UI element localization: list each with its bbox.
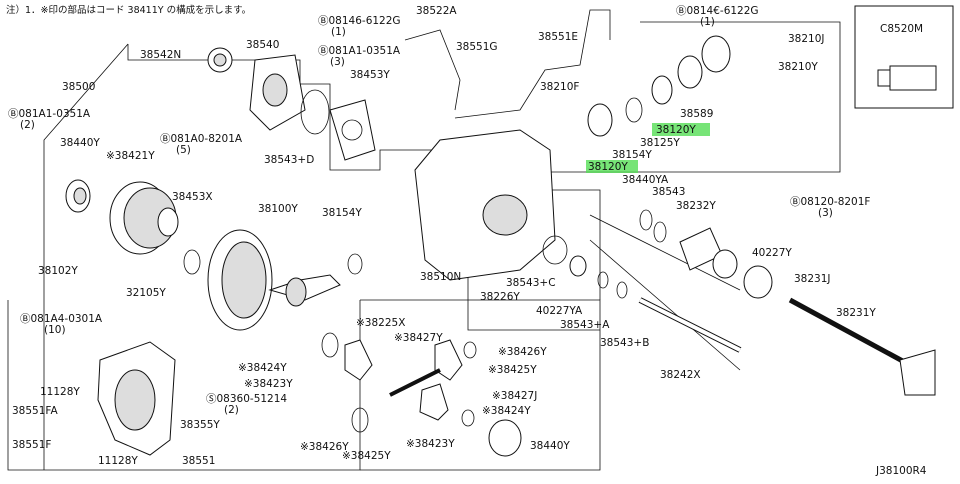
differential-carrier-case (109, 181, 179, 255)
axle-shaft-38231Y (788, 297, 936, 396)
parts (65, 9, 936, 457)
label-08146-6122G-2-qty: (1) (700, 16, 715, 28)
label-081A1-0351A-b: Ⓑ081A1-0351A (8, 108, 91, 120)
label-38522A: 38522A (416, 5, 457, 17)
label-38210J: 38210J (788, 33, 825, 45)
label-38543-D: 38543+D (264, 154, 314, 166)
label-38427Y: ※38427Y (394, 332, 443, 344)
label-38210Y: 38210Y (778, 61, 818, 73)
label-081A0-8201A: Ⓑ081A0-8201A (160, 133, 243, 145)
label-38120Y-b: 38120Y (588, 161, 628, 173)
label-38440Y-a: 38440Y (60, 137, 100, 149)
label-081A1-0351A-a: Ⓑ081A1-0351A (318, 45, 401, 57)
label-38102Y: 38102Y (38, 265, 78, 277)
label-38120Y-a: 38120Y (656, 124, 696, 136)
label-38232Y: 38232Y (676, 200, 716, 212)
label-38540: 38540 (246, 39, 279, 51)
label-08146-6122G-1-qty: (1) (331, 26, 346, 38)
label-38125Y: 38125Y (640, 137, 680, 149)
label-38453Y: 38453Y (350, 69, 390, 81)
label-38551G: 38551G (456, 41, 498, 53)
seals-right (183, 235, 628, 299)
label-08146-6122G-2: Ⓑ0814€-6122G (676, 5, 759, 17)
header-note: 注）1．※印の部品はコード 38411Y の構成を示します。 (6, 4, 251, 16)
grease-tube-icon (877, 65, 937, 91)
label-32105Y: 32105Y (126, 287, 166, 299)
label-081A1-0351A-a-qty: (3) (330, 56, 345, 68)
label-38424Y-b: ※38424Y (482, 405, 531, 417)
label-40227YA: 40227YA (536, 305, 583, 317)
inset-box: C8520M (854, 5, 954, 109)
label-38421Y: ※38421Y (106, 150, 155, 162)
label-38551F: 38551F (12, 439, 51, 451)
label-38427J: ※38427J (492, 390, 537, 402)
label-38440YA: 38440YA (622, 174, 669, 186)
label-38510N: 38510N (420, 271, 461, 283)
label-11128Y-a: 11128Y (40, 386, 80, 398)
label-38226Y: 38226Y (480, 291, 520, 303)
label-38543-A: 38543+A (560, 319, 610, 331)
label-38425Y-b: ※38425Y (342, 450, 391, 462)
label-08360-51214: Ⓢ08360-51214 (206, 393, 287, 405)
breather-pipe (404, 9, 611, 119)
label-081A0-8201A-qty: (5) (176, 144, 191, 156)
label-38542N: 38542N (140, 49, 181, 61)
label-38426Y-a: ※38426Y (498, 346, 547, 358)
label-38425Y-a: ※38425Y (488, 364, 537, 376)
drive-pinion (268, 274, 341, 307)
label-08120-8201F: Ⓑ08120-8201F (790, 196, 870, 208)
label-38589: 38589 (680, 108, 713, 120)
label-38440Y-b: 38440Y (530, 440, 570, 452)
label-38423Y-b: ※38423Y (406, 438, 455, 450)
label-38551FA: 38551FA (12, 405, 58, 417)
front-cover (249, 54, 306, 131)
ring-gear (207, 229, 273, 331)
inset-label: C8520M (880, 23, 923, 35)
label-081A4-0301A: Ⓑ081A4-0301A (20, 313, 103, 325)
frame-lines (7, 21, 841, 471)
label-38154Y-a: 38154Y (612, 149, 652, 161)
label-38355Y: 38355Y (180, 419, 220, 431)
label-38543-C: 38543+C (506, 277, 556, 289)
label-38231Y: 38231Y (836, 307, 876, 319)
label-38231J: 38231J (794, 273, 831, 285)
label-38453X: 38453X (172, 191, 213, 203)
diagram-code: J38100R4 (875, 465, 927, 477)
label-08120-8201F-qty: (3) (818, 207, 833, 219)
side-bearing-left (65, 179, 91, 213)
oil-seal-38542N (207, 47, 233, 73)
label-40227Y: 40227Y (752, 247, 792, 259)
gasket-38453Y (329, 99, 376, 161)
gear-carrier-housing (414, 129, 556, 281)
label-38543: 38543 (652, 186, 685, 198)
side-flange-assembly (639, 209, 773, 299)
label-08146-6122G-1: Ⓑ08146-6122G (318, 15, 401, 27)
label-38551: 38551 (182, 455, 215, 467)
label-081A1-0351A-b-qty: (2) (20, 119, 35, 131)
label-38543-B: 38543+B (600, 337, 649, 349)
label-38100Y: 38100Y (258, 203, 298, 215)
label-38225X: ※38225X (356, 317, 405, 329)
label-38423Y-a: ※38423Y (244, 378, 293, 390)
o-ring-38543D (300, 89, 330, 135)
label-08360-51214-qty: (2) (224, 404, 239, 416)
label-38242X: 38242X (660, 369, 701, 381)
label-38424Y-a: ※38424Y (238, 362, 287, 374)
pinion-bearings (587, 35, 731, 137)
highlight-38120Y-a (652, 123, 710, 136)
rear-cover (97, 341, 176, 456)
tube-38242X (638, 297, 742, 353)
part-labels: 38500 38542N 38540 Ⓑ08146-6122G (1) 3852… (8, 5, 876, 467)
label-081A4-0301A-qty: (10) (44, 324, 66, 336)
label-38551E: 38551E (538, 31, 578, 43)
side-gears (321, 332, 522, 457)
label-38500: 38500 (62, 81, 95, 93)
label-38210F: 38210F (540, 81, 579, 93)
label-38154Y-b: 38154Y (322, 207, 362, 219)
label-38426Y-b: ※38426Y (300, 441, 349, 453)
label-11128Y-b: 11128Y (98, 455, 138, 467)
highlight-38120Y-b (586, 160, 638, 173)
